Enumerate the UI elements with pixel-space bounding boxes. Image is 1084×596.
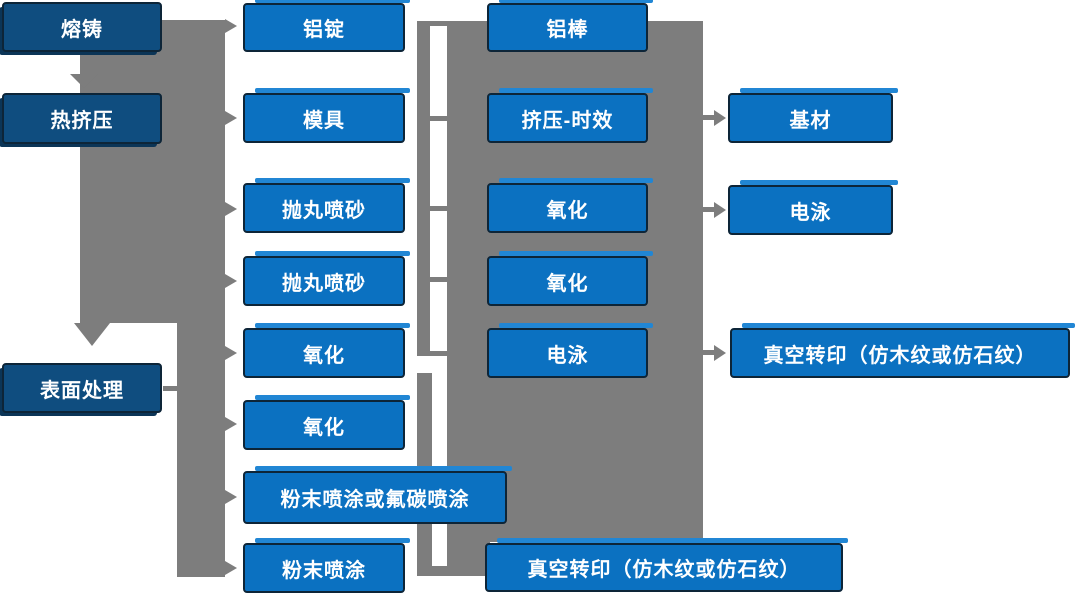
connector-bracket-tick-2 [430,116,447,121]
node-oxidation-col3-2: 氧化 [487,251,653,306]
arrow-right-icon-vacuum [714,345,726,361]
connector-bracket-tick-5 [430,351,447,356]
connector-bracket-tick-4 [430,277,447,282]
node-melting-casting: 熔铸 [2,2,162,52]
arrow-right-icon-oxidation2 [225,417,237,431]
connector-stem-vacuum [703,350,715,355]
connector-bracket-upper [417,21,430,356]
connector-left-trunk-wide [80,20,225,323]
connector-surface-treatment-tick [163,386,177,391]
connector-stem-electrophoresis [703,207,715,212]
connector-middle-trunk-foot [447,542,490,576]
arrow-right-icon-shot1 [225,202,237,216]
node-mold: 模具 [243,88,410,143]
node-powder-or-fluorocarbon: 粉末喷涂或氟碳喷涂 [243,466,512,524]
arrow-right-icon-ingot [225,19,237,33]
connector-bracket-tick-1 [430,21,447,26]
node-extrusion-aging: 挤压-时效 [487,88,653,143]
node-vacuum-transfer-bottom: 真空转印（仿木纹或仿石纹） [485,538,848,592]
node-aluminum-ingot: 铝锭 [243,0,410,52]
node-electrophoresis-col3: 电泳 [487,323,653,378]
arrow-right-icon-substrate [714,110,726,126]
node-vacuum-transfer-right: 真空转印（仿木纹或仿石纹） [730,323,1075,378]
connector-bracket-lower-tick [432,566,448,576]
node-powder-coating: 粉末喷涂 [243,538,410,593]
arrow-right-icon-mold [225,111,237,125]
connector-bracket-tick-3 [430,206,447,211]
arrow-down-icon-1 [70,74,98,88]
node-surface-treatment: 表面处理 [2,363,162,413]
arrow-right-icon-shot2 [225,274,237,288]
connector-stem-substrate [703,115,715,120]
arrow-down-icon-2 [74,323,110,346]
connector-left-trunk-narrow [177,323,225,577]
arrow-right-icon-oxidation1 [225,346,237,360]
node-oxidation-col2-2: 氧化 [243,395,410,450]
arrow-right-icon-powderfluoro [225,490,237,504]
arrow-right-icon-electrophoresis [714,202,726,218]
node-oxidation-col3-1: 氧化 [487,178,653,233]
node-aluminum-rod: 铝棒 [487,0,653,52]
node-shot-blasting-1: 抛丸喷砂 [243,178,410,233]
node-oxidation-col2-1: 氧化 [243,323,410,378]
arrow-right-icon-powder [225,561,237,575]
node-substrate: 基材 [728,88,898,143]
node-shot-blasting-2: 抛丸喷砂 [243,251,410,306]
node-hot-extrusion: 热挤压 [2,93,162,144]
node-electrophoresis-col4: 电泳 [728,180,898,235]
